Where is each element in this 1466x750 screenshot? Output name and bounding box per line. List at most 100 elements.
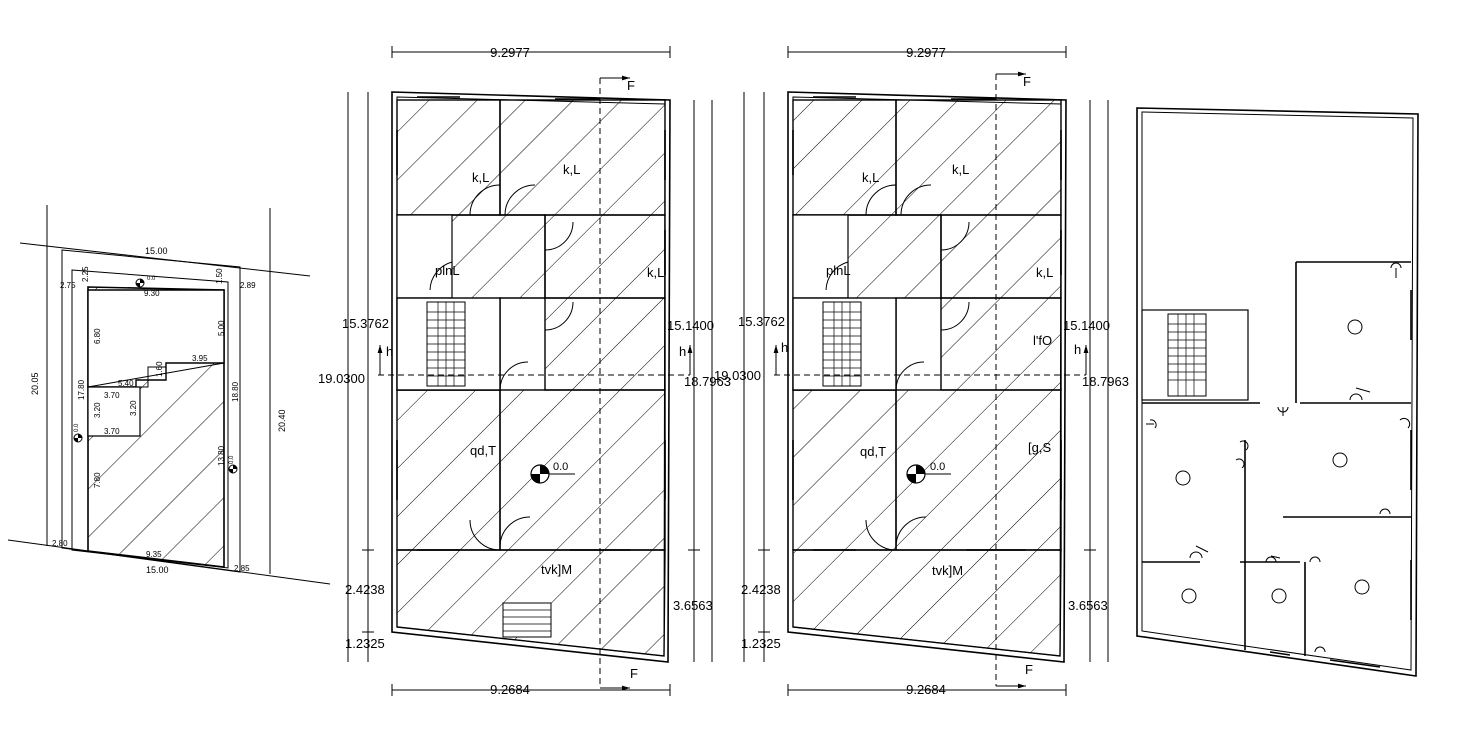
switch-icon <box>1349 387 1371 401</box>
plan-b-room-2: k,L <box>952 162 969 177</box>
plan-a-right-upper: 15.1400 <box>667 318 714 333</box>
light-fixture-icon <box>1354 579 1370 595</box>
site-right-depth: 20.40 <box>277 409 287 432</box>
plan-b-top-dim: 9.2977 <box>906 45 946 60</box>
floor-plan-b: 9.2977 9.2684 19.0300 15.3762 2.4238 1.2… <box>714 45 1129 697</box>
plan-b-right-lower: 3.6563 <box>1068 598 1108 613</box>
building-right-top: 5.00 <box>217 320 226 336</box>
plan-b-level: 0.0 <box>930 461 945 473</box>
entry-steps-icon <box>502 602 552 638</box>
building-bottom-width: 9.35 <box>146 550 162 559</box>
level-marker-icon <box>73 433 83 443</box>
plan-b-section-h-right: h <box>1074 342 1081 357</box>
light-fixture-icon <box>1181 588 1197 604</box>
light-fixture-icon <box>1332 452 1348 468</box>
plan-b-room-1: k,L <box>862 170 879 185</box>
plan-b-right-total: 18.7963 <box>1082 374 1129 389</box>
plan-a-left-upper: 15.3762 <box>342 316 389 331</box>
plan-b-room-4: k,L <box>1036 265 1053 280</box>
plan-b-section-h-left: h <box>781 340 788 355</box>
switch-icon <box>1277 406 1289 416</box>
plan-b-left-upper: 15.3762 <box>738 314 785 329</box>
plan-a-room-4: k,L <box>647 265 664 280</box>
plan-b-room-5: l'fO <box>1033 333 1052 348</box>
plan-b-left-total: 19.0300 <box>714 368 761 383</box>
plan-a-right-lower: 3.6563 <box>673 598 713 613</box>
light-fixture-icon <box>1175 470 1191 486</box>
step-height-b: 3.20 <box>93 402 102 418</box>
plan-b-room-3: plnL <box>826 263 851 278</box>
switch-icon <box>1146 419 1157 429</box>
electrical-plan <box>1136 107 1419 677</box>
setback-right-top: 2.89 <box>240 281 256 290</box>
plan-a-level: 0.0 <box>553 461 568 473</box>
staircase-icon <box>396 297 501 391</box>
switch-icon <box>1399 417 1411 429</box>
switch-icon <box>1390 262 1402 278</box>
switch-icon <box>1189 545 1209 559</box>
step-width-d: 3.70 <box>104 427 120 436</box>
building-right-depth: 18.80 <box>231 381 240 402</box>
step-width-b: 5.40 <box>118 379 134 388</box>
level-marker-icon <box>135 278 145 288</box>
plan-a-room-5: qd,T <box>470 443 496 458</box>
plan-a-right-total: 18.7963 <box>684 374 731 389</box>
plan-b-room-7: [g,S <box>1028 440 1051 455</box>
plan-a-left-lower: 1.2325 <box>345 636 385 651</box>
site-left-depth: 20.05 <box>30 372 40 395</box>
site-bottom-width: 15.00 <box>146 565 169 575</box>
setback-top-right: 1.50 <box>215 268 224 284</box>
staircase-icon <box>1141 309 1249 401</box>
staircase-icon <box>792 297 897 391</box>
building-left-top: 6.80 <box>93 328 102 344</box>
plan-a-left-total: 19.0300 <box>318 371 365 386</box>
switch-icon <box>1379 508 1391 515</box>
level-marker-icon <box>906 464 951 484</box>
plan-b-room-6: qd,T <box>860 444 886 459</box>
lower-left: 7.80 <box>93 472 102 488</box>
level-b: 0.0 <box>74 423 80 432</box>
setback-top: 2.25 <box>81 266 90 282</box>
plan-b-right-upper: 15.1400 <box>1063 318 1110 333</box>
switch-icon <box>1235 458 1245 469</box>
switch-icon <box>1265 555 1281 563</box>
level-c: 0.0 <box>229 455 235 464</box>
setback-right-bottom: 2.85 <box>234 564 250 573</box>
floor-plan-a: 9.2977 9.2684 19.0300 15.3762 2.4238 1.2… <box>318 45 731 697</box>
plan-a-room-1: k,L <box>472 170 489 185</box>
plan-a-top-dim: 9.2977 <box>490 45 530 60</box>
plan-b-bottom-dim: 9.2684 <box>906 682 946 697</box>
plan-a-bottom-dim: 9.2684 <box>490 682 530 697</box>
level-marker-icon <box>228 464 238 474</box>
lower-right: 13.80 <box>217 445 226 466</box>
level-a: 0.0 <box>147 276 156 282</box>
setback-left-top: 2.75 <box>60 281 76 290</box>
building-left-depth: 17.80 <box>77 379 86 400</box>
plan-b-section-bottom: F <box>1025 662 1033 677</box>
step-height-a: 1.60 <box>155 361 164 377</box>
switch-icon <box>1239 440 1249 451</box>
plan-b-section-top: F <box>1023 74 1031 89</box>
building-top-width: 9.30 <box>144 289 160 298</box>
step-width-c: 3.70 <box>104 391 120 400</box>
site-top-width: 15.00 <box>145 246 168 256</box>
plan-b-left-mid: 2.4238 <box>741 582 781 597</box>
plan-a-section-h-left: h <box>386 344 393 359</box>
plan-a-room-3: plnL <box>435 263 460 278</box>
plan-a-section-bottom: F <box>630 666 638 681</box>
plan-a-section-top: F <box>627 78 635 93</box>
site-plan: 15.00 15.00 20.05 20.40 2.25 1.50 2.75 2… <box>7 205 331 585</box>
step-width-a: 3.95 <box>192 354 208 363</box>
plan-b-room-8: tvk]M <box>932 563 963 578</box>
plan-a-room-6: tvk]M <box>541 562 572 577</box>
plan-a-room-2: k,L <box>563 162 580 177</box>
plan-a-left-mid: 2.4238 <box>345 582 385 597</box>
switch-icon <box>1314 646 1326 653</box>
setback-left-bottom: 2.80 <box>52 539 68 548</box>
switch-icon <box>1309 556 1321 563</box>
level-marker-icon <box>530 464 575 484</box>
light-fixture-icon <box>1347 319 1363 335</box>
light-fixture-icon <box>1271 588 1287 604</box>
plan-a-section-h-right: h <box>679 344 686 359</box>
